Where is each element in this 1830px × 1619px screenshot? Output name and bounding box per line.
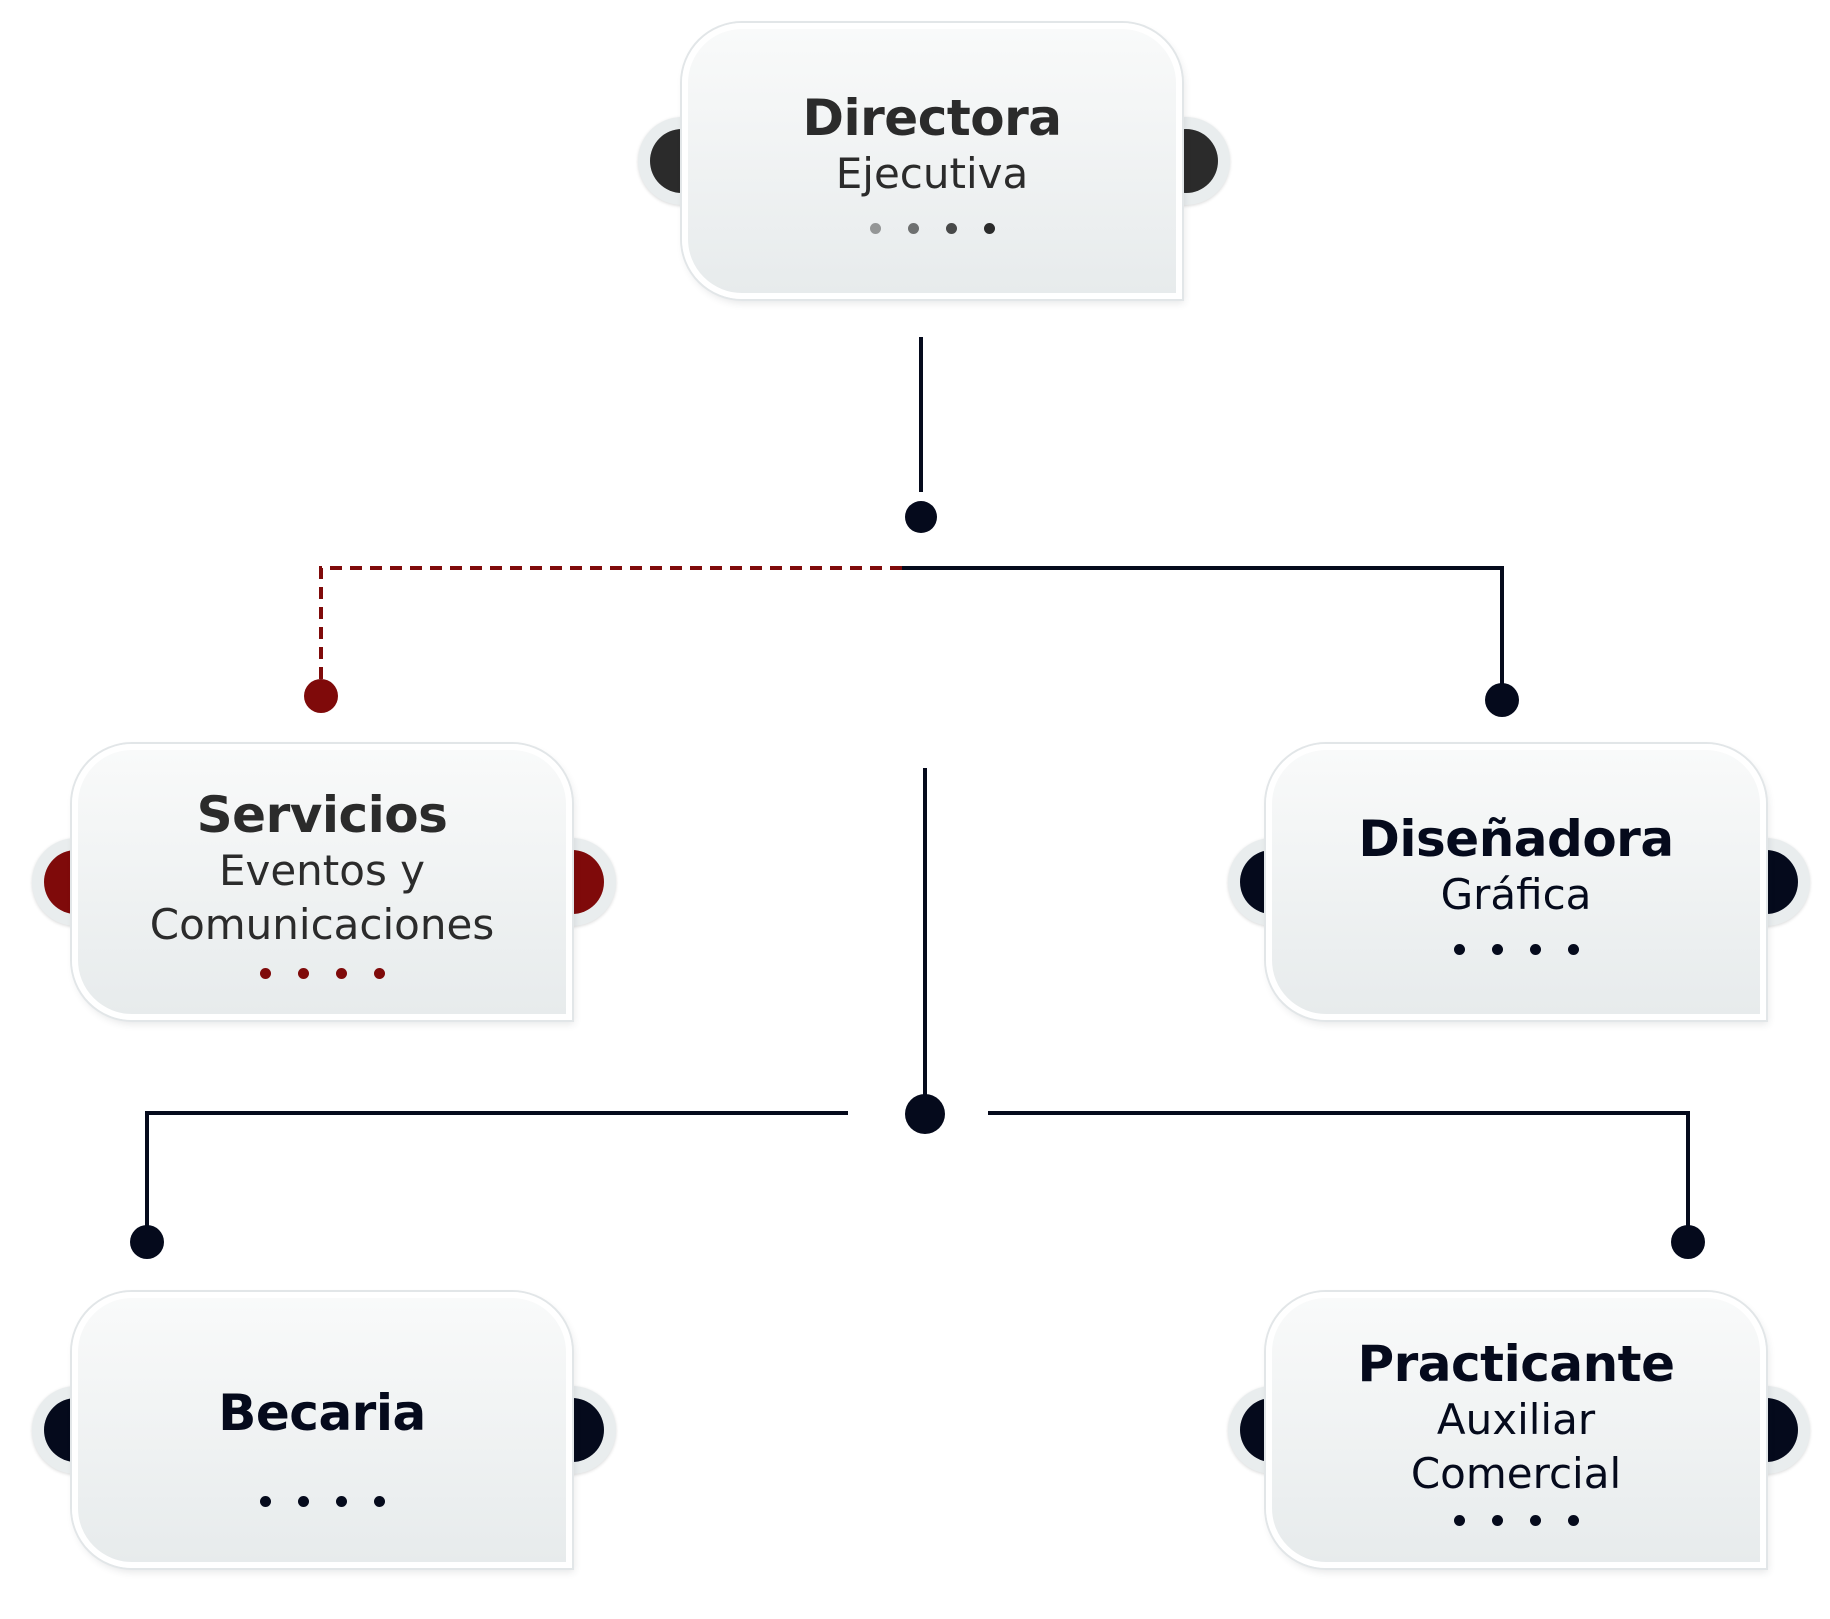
dot xyxy=(1453,1514,1465,1526)
dot xyxy=(335,1495,347,1507)
dot xyxy=(259,1495,271,1507)
dot xyxy=(983,222,995,234)
dot xyxy=(1491,943,1503,955)
dot xyxy=(1529,1514,1541,1526)
servicios-subtitle-line-1: Eventos y xyxy=(218,845,426,895)
directora-dots xyxy=(869,222,995,234)
dot xyxy=(1567,943,1579,955)
node-card-disenadora[interactable]: Diseñadora Gráfica xyxy=(1266,744,1766,1020)
dot xyxy=(297,1495,309,1507)
dot xyxy=(1491,1514,1503,1526)
connector-dashed-servicios xyxy=(319,566,902,680)
disenadora-dots xyxy=(1453,943,1579,955)
dot xyxy=(1529,943,1541,955)
dot xyxy=(373,1495,385,1507)
disenadora-subtitle: Gráfica xyxy=(1440,869,1592,919)
dot xyxy=(335,967,347,979)
dot xyxy=(869,222,881,234)
connector-disenadora xyxy=(902,566,1504,686)
becaria-connector-dot xyxy=(130,1225,164,1259)
practicante-subtitle-line-1: Auxiliar xyxy=(1436,1394,1596,1444)
servicios-subtitle-line-2: Comunicaciones xyxy=(149,899,495,949)
node-card-directora[interactable]: Directora Ejecutiva xyxy=(682,23,1182,299)
node-card-becaria[interactable]: Becaria xyxy=(72,1292,572,1568)
connector-becaria xyxy=(145,1111,848,1230)
connector-practicante xyxy=(988,1111,1690,1230)
servicios-connector-dot xyxy=(304,679,338,713)
practicante-dots xyxy=(1453,1514,1579,1526)
directora-subtitle: Ejecutiva xyxy=(835,148,1029,198)
servicios-title: Servicios xyxy=(196,785,448,844)
practicante-subtitle-line-2: Comercial xyxy=(1410,1448,1622,1498)
disenadora-connector-dot xyxy=(1485,683,1519,717)
dot xyxy=(259,967,271,979)
practicante-title: Practicante xyxy=(1357,1334,1675,1393)
dot xyxy=(1453,943,1465,955)
servicios-dots xyxy=(259,967,385,979)
node-card-servicios[interactable]: Servicios Eventos y Comunicaciones xyxy=(72,744,572,1020)
junction-dot-top xyxy=(905,501,937,533)
disenadora-title: Diseñadora xyxy=(1358,809,1674,868)
becaria-title: Becaria xyxy=(218,1383,426,1442)
dot xyxy=(373,967,385,979)
junction-dot-bottom xyxy=(905,1094,945,1134)
dot xyxy=(1567,1514,1579,1526)
node-card-practicante[interactable]: Practicante Auxiliar Comercial xyxy=(1266,1292,1766,1568)
dot xyxy=(907,222,919,234)
becaria-dots xyxy=(259,1495,385,1507)
directora-title: Directora xyxy=(802,88,1062,147)
dot xyxy=(297,967,309,979)
practicante-connector-dot xyxy=(1671,1225,1705,1259)
dot xyxy=(945,222,957,234)
